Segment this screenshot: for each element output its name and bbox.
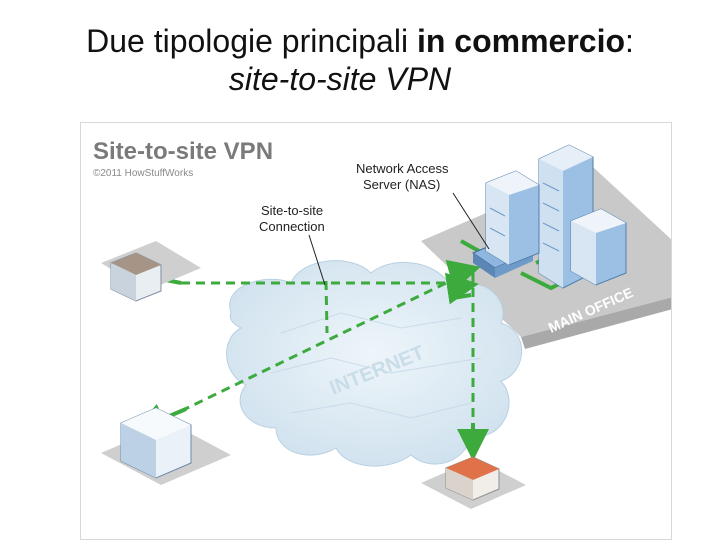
main-office-buildings <box>485 144 627 289</box>
title-text: Due tipologie principali <box>86 23 417 59</box>
nas-label-line-1: Network Access <box>356 161 449 176</box>
nas-callout-line <box>452 192 490 250</box>
figure-copyright: ©2011 HowStuffWorks <box>93 168 193 179</box>
vpn-diagram-svg: Site-to-site VPN ©2011 HowStuffWorks INT… <box>93 138 671 538</box>
connection-label-line-1: Site-to-site <box>261 203 323 218</box>
title-line-2: site-to-site VPN <box>228 61 452 97</box>
connection-callout-line <box>308 234 326 286</box>
figure-title: Site-to-site VPN <box>93 138 273 165</box>
branch-office-right <box>421 456 526 509</box>
branch-office-top <box>101 241 201 302</box>
slide-title: Due tipologie principali in commercio: s… <box>0 22 720 98</box>
site-to-site-connections <box>180 269 475 438</box>
connection-label-line-2: Connection <box>259 219 325 234</box>
title-bold-text: in commercio <box>416 23 626 59</box>
title-colon: : <box>625 23 634 59</box>
title-line-1: Due tipologie principali in commercio: <box>0 22 720 60</box>
branch-office-bottom <box>101 407 231 485</box>
vpn-diagram: Site-to-site VPN ©2011 HowStuffWorks INT… <box>80 122 672 540</box>
nas-label-line-2: Server (NAS) <box>363 177 440 192</box>
